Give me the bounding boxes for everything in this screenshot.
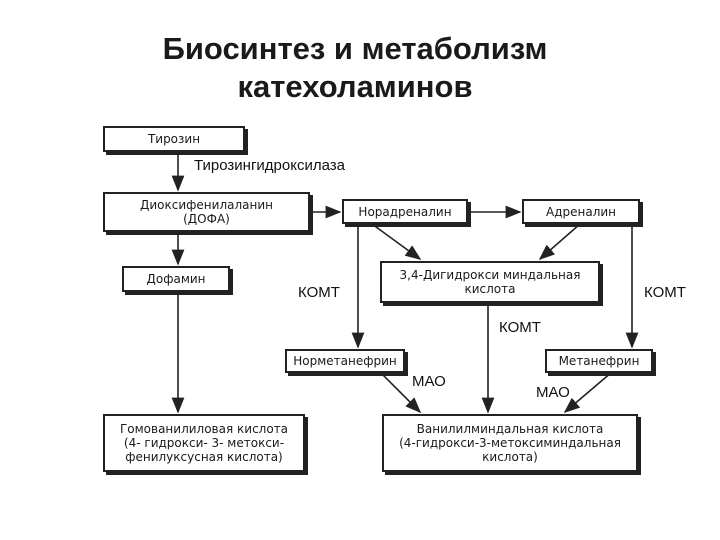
node-dopamine-label: Дофамин [146,272,206,286]
arrow-adrenaline-to-dihydroxymandelic [538,223,581,261]
enzyme-mao-right: МАО [536,384,570,401]
node-vanillylmandelic-acid: Ванилилминдальная кислота (4-гидрокси-3-… [382,414,638,472]
node-homovanillic-acid-label: Гомованилиловая кислота (4- гидрокси- 3-… [119,422,289,464]
enzyme-mao-left: МАО [412,373,446,390]
arrow-normetanephrine-to-vanillylmandelic [379,371,422,414]
node-dopa-label: Диоксифенилаланин (ДОФА) [140,198,273,226]
arrow-metanephrine-to-vanillylmandelic [563,371,613,414]
node-noradrenaline: Норадреналин [342,199,468,224]
node-dopamine: Дофамин [122,266,230,292]
node-homovanillic-acid: Гомованилиловая кислота (4- гидрокси- 3-… [103,414,305,472]
node-normetanephrine: Норметанефрин [285,349,405,373]
enzyme-komt-left: КОМТ [298,284,340,301]
node-dihydroxymandelic-acid-label: 3,4-Дигидрокси миндальная кислота [399,268,581,296]
page-title-line-1: Биосинтез и метаболизм [162,31,548,66]
node-adrenaline: Адреналин [522,199,640,224]
node-tyrosine-label: Тирозин [147,132,201,146]
node-metanephrine-label: Метанефрин [558,354,640,368]
enzyme-komt-center: КОМТ [499,319,541,336]
node-metanephrine: Метанефрин [545,349,653,373]
node-adrenaline-label: Адреналин [545,204,617,219]
node-tyrosine: Тирозин [103,126,245,152]
node-dopa: Диоксифенилаланин (ДОФА) [103,192,310,232]
enzyme-tyrosine-hydroxylase: Тирозингидроксилаза [194,157,345,174]
node-dihydroxymandelic-acid: 3,4-Дигидрокси миндальная кислота [380,261,600,303]
arrow-noradrenaline-to-dihydroxymandelic [371,223,422,260]
node-noradrenaline-label: Норадреналин [358,204,452,219]
node-vanillylmandelic-acid-label: Ванилилминдальная кислота (4-гидрокси-3-… [399,422,621,464]
node-normetanephrine-label: Норметанефрин [293,354,397,368]
enzyme-komt-right: КОМТ [644,284,686,301]
page-title-line-2: катехоламинов [237,69,473,104]
